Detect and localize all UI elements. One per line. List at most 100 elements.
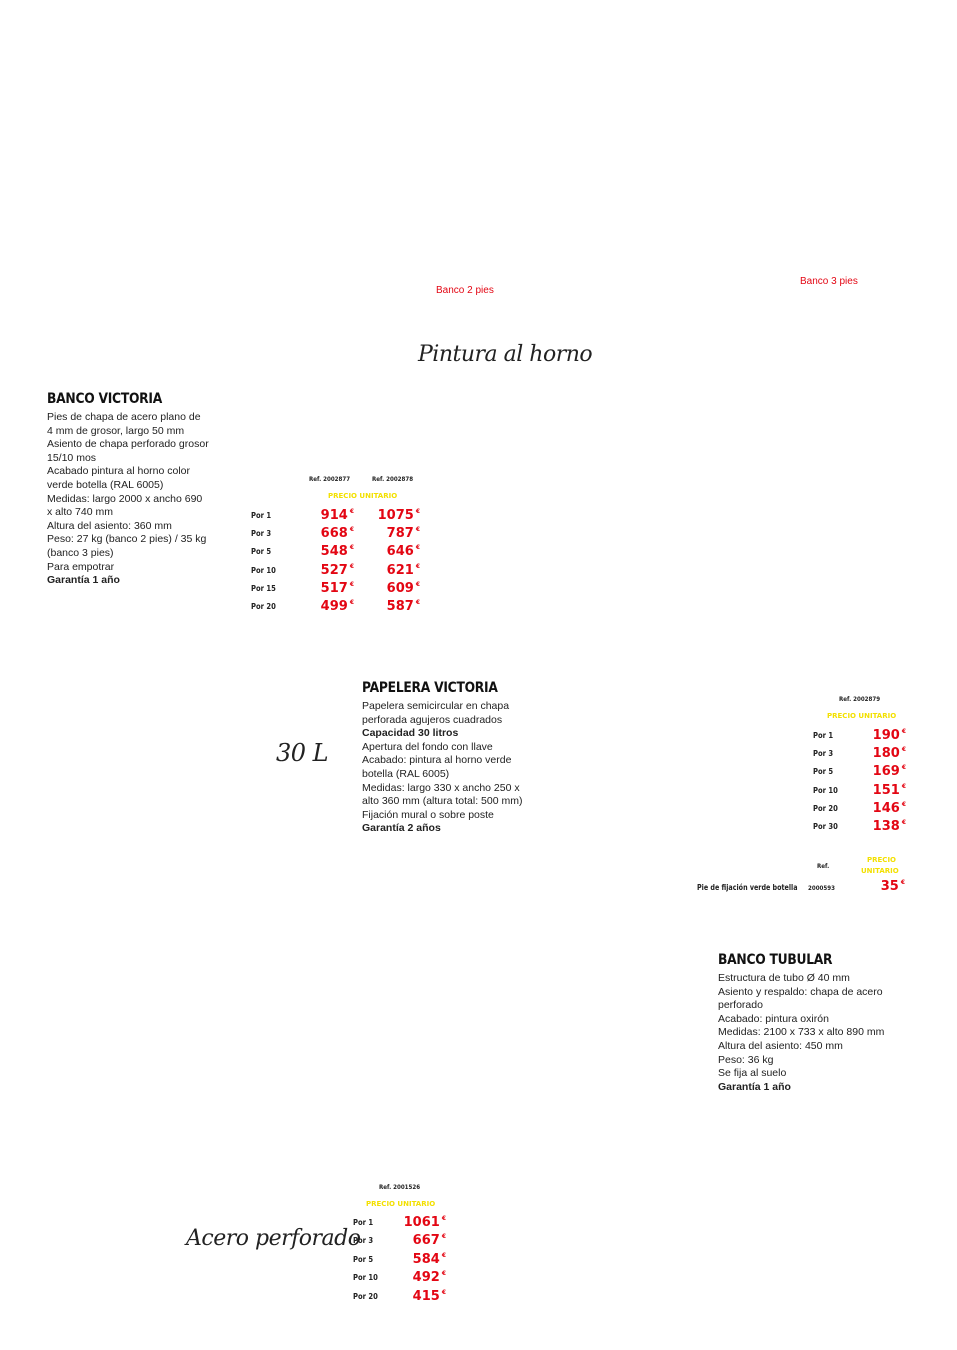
price-amount: 138	[872, 819, 900, 834]
price-value: 138€	[852, 819, 906, 834]
euro-symbol: €	[441, 1270, 446, 1278]
price-amount: 499	[320, 599, 348, 614]
price-value: 584€	[392, 1252, 446, 1267]
price-value: 151€	[852, 783, 906, 798]
price-amount: 914	[320, 508, 348, 523]
row-label: Por 1	[353, 1218, 374, 1227]
guarantee-line: Garantía 1 año	[718, 1080, 791, 1093]
price-amount: 646	[386, 544, 414, 560]
description-line: Para empotrar	[47, 560, 115, 573]
description-line: (banco 3 pies)	[47, 546, 114, 559]
euro-symbol: €	[349, 599, 354, 606]
row-label: Por 10	[353, 1273, 378, 1283]
row-label: Por 10	[813, 785, 838, 795]
row-label: Por 10	[251, 565, 276, 575]
accessory-ref: 2000593	[808, 884, 835, 892]
price-value: 914€	[298, 508, 354, 523]
price-amount: 517	[320, 580, 348, 596]
description-line: Altura del asiento: 450 mm	[718, 1039, 843, 1052]
banco-tubular-title: BANCO TUBULAR	[718, 952, 833, 968]
description-line: perforada agujeros cuadrados	[362, 713, 503, 726]
description-line: Asiento y respaldo: chapa de acero	[718, 985, 883, 998]
description-line: Estructura de tubo Ø 40 mm	[718, 972, 850, 984]
row-label: Por 3	[251, 529, 272, 539]
euro-symbol: €	[441, 1288, 446, 1296]
euro-symbol: €	[349, 544, 354, 552]
precio-unitario-header: PRECIO UNITARIO	[366, 1200, 436, 1208]
description-line: perforado	[718, 999, 763, 1012]
price-value: 415€	[392, 1289, 446, 1304]
price-amount: 668	[320, 526, 348, 542]
price-amount: 1075	[377, 508, 414, 523]
banco-victoria-title: BANCO VICTORIA	[47, 391, 162, 407]
price-amount: 415	[412, 1288, 440, 1304]
price-value: 587€	[358, 599, 420, 614]
caption-banco-3-pies: Banco 3 pies	[800, 276, 858, 287]
price-value: 499€	[298, 599, 354, 614]
price-amount: 169	[872, 764, 900, 780]
guarantee-line: Garantía 1 año	[47, 574, 120, 587]
description-line: 4 mm de grosor, largo 50 mm	[47, 424, 185, 437]
banco-victoria-price-table: Ref. 2002877 Ref. 2002878 PRECIO UNITARI…	[250, 472, 430, 622]
description-line: Acabado: pintura al horno verde	[362, 754, 512, 767]
description-line: alto 360 mm (altura total: 500 mm)	[362, 795, 523, 808]
euro-symbol: €	[349, 580, 354, 588]
price-value: 787€	[358, 526, 420, 541]
description-line-bold: Garantía 2 años	[362, 822, 441, 835]
euro-symbol: €	[415, 599, 420, 606]
row-label: Por 5	[251, 547, 272, 557]
row-label: Por 3	[353, 1236, 374, 1246]
price-amount: 621	[386, 562, 414, 578]
description-line: Peso: 36 kg	[718, 1053, 774, 1066]
row-label: Por 30	[813, 822, 838, 831]
description-line: Papelera semicircular en chapa	[362, 700, 510, 712]
price-amount: 146	[872, 800, 900, 816]
precio-unitario-header: PRECIO UNITARIO	[328, 492, 398, 500]
description-line: Peso: 27 kg (banco 2 pies) / 35 kg	[47, 533, 207, 546]
description-line: x alto 740 mm	[47, 506, 113, 519]
price-value: 180€	[852, 746, 906, 761]
row-label: Por 20	[353, 1291, 378, 1301]
price-amount: 587	[386, 599, 414, 614]
description-line: Fijación mural o sobre poste	[362, 808, 494, 821]
price-amount: 1061	[403, 1215, 440, 1230]
row-label: Por 5	[813, 767, 834, 777]
euro-symbol: €	[901, 746, 906, 754]
ref-2002878: Ref. 2002878	[372, 475, 414, 483]
price-value: 190€	[852, 728, 906, 743]
price-value: 527€	[298, 563, 354, 578]
row-label: Por 3	[813, 749, 834, 759]
price-amount: 527	[320, 562, 348, 578]
row-label: Por 15	[251, 583, 276, 593]
price-amount: 787	[386, 526, 414, 542]
accessory-price: 35€	[880, 879, 905, 894]
accessory-price-table: Ref. PRECIO UNITARIO Pie de fijación ver…	[695, 852, 910, 897]
price-value: 548€	[298, 544, 354, 559]
price-value: 621€	[358, 563, 420, 578]
price-amount: 151	[872, 782, 900, 798]
description-line: Asiento de chapa perforado grosor	[47, 438, 209, 451]
price-value: 492€	[392, 1270, 446, 1285]
euro-symbol: €	[415, 544, 420, 552]
row-label: Por 20	[813, 803, 838, 813]
description-line: Apertura del fondo con llave	[362, 740, 493, 753]
description-line: Medidas: largo 330 x ancho 250 x	[362, 781, 520, 794]
euro-symbol: €	[901, 764, 906, 772]
price-value: 1075€	[358, 508, 420, 523]
euro-symbol: €	[349, 508, 354, 515]
price-value: 609€	[358, 581, 420, 596]
price-value: 667€	[392, 1233, 446, 1248]
description-line: Altura del asiento: 360 mm	[47, 519, 172, 532]
euro-symbol: €	[901, 819, 906, 826]
euro-symbol: €	[441, 1233, 446, 1241]
price-amount: 667	[412, 1233, 440, 1249]
price-value: 1061€	[392, 1215, 446, 1230]
handwritten-30-l: 30 L	[276, 739, 329, 767]
euro-symbol: €	[441, 1215, 446, 1222]
ref-2002879: Ref. 2002879	[839, 695, 881, 703]
handwritten-pintura-al-horno: Pintura al horno	[418, 342, 593, 367]
price-value: 668€	[298, 526, 354, 541]
